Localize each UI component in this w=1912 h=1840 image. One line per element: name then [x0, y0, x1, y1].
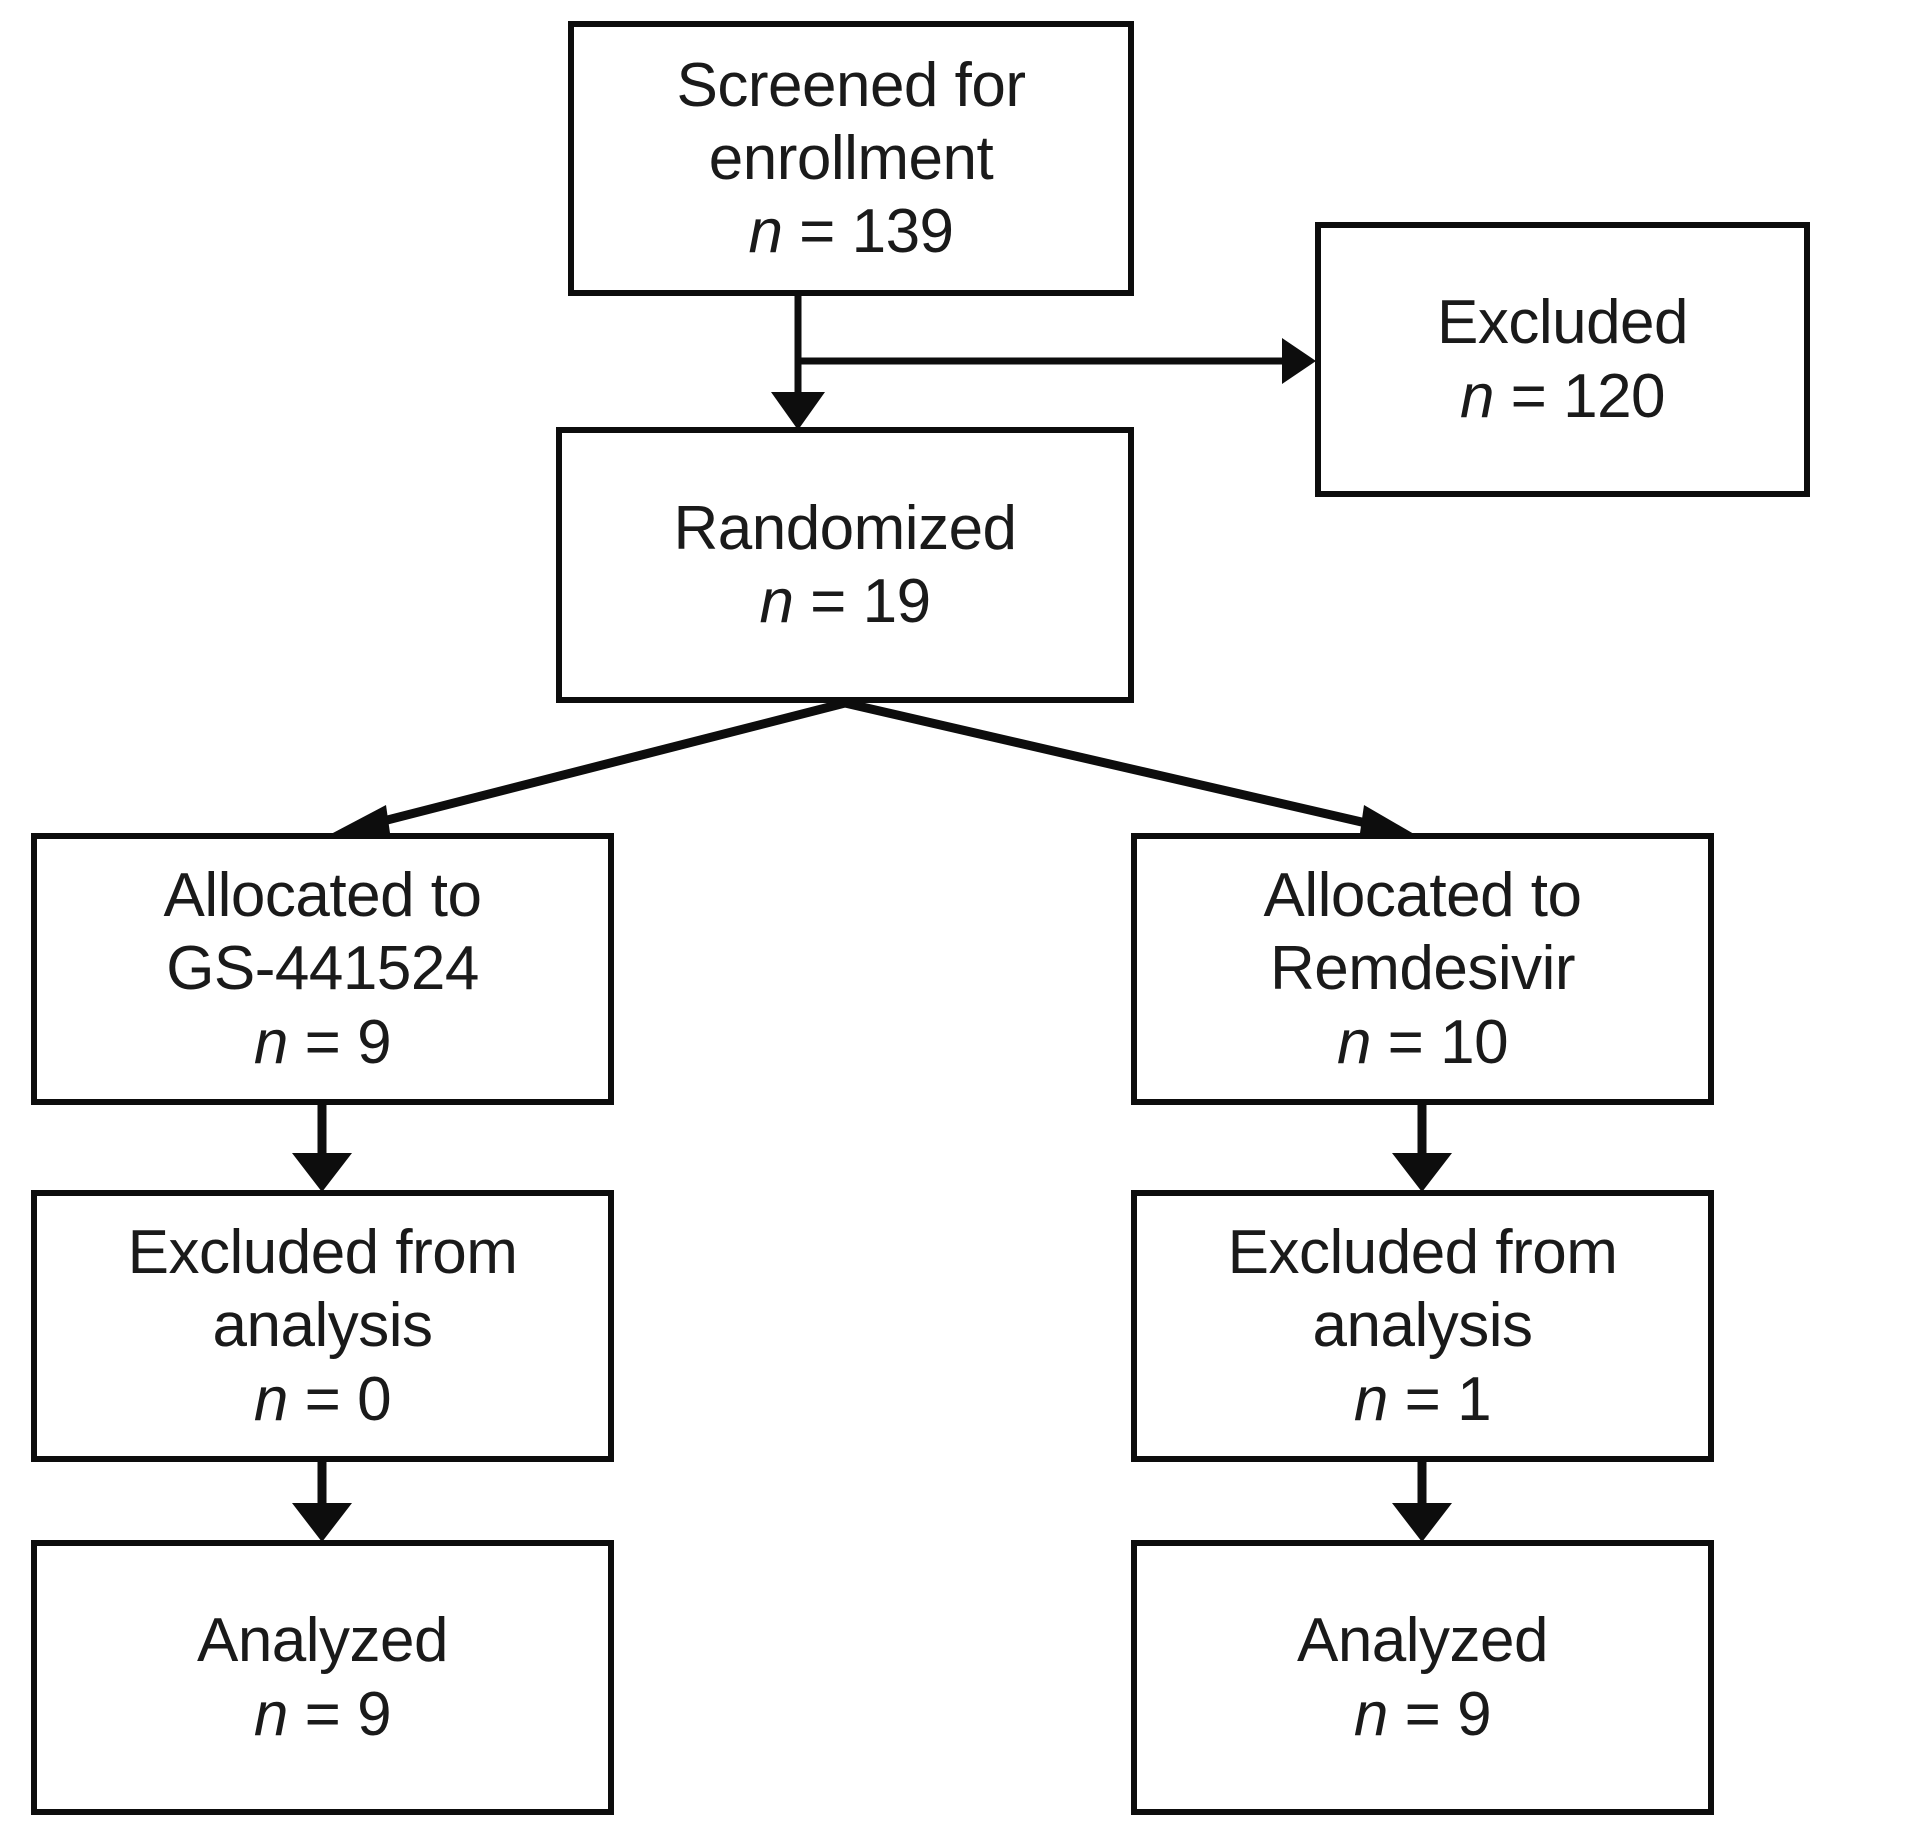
node-allocated-gs441524: Allocated to GS-441524 n = 9 [31, 833, 614, 1105]
n-value: 10 [1440, 1007, 1509, 1077]
node-screened-for-enrollment: Screened for enrollment n = 139 [568, 21, 1134, 296]
edge-screened-to-randomized [771, 358, 825, 430]
node-anal-left-count: n = 9 [253, 1678, 392, 1751]
n-symbol: n [1336, 1007, 1371, 1077]
node-alloc-gs-line2: GS-441524 [166, 934, 479, 1004]
n-equals: = [1493, 361, 1564, 431]
node-allocated-remdesivir: Allocated to Remdesivir n = 10 [1131, 833, 1714, 1105]
node-excluded-from-analysis-left: Excluded from analysis n = 0 [31, 1190, 614, 1462]
n-equals: = [793, 567, 863, 636]
node-randomized: Randomized n = 19 [556, 427, 1134, 703]
n-symbol: n [253, 1007, 288, 1077]
node-screened-line1: Screened for [676, 50, 1027, 120]
n-symbol: n [748, 197, 783, 267]
edge-alloc-rem-to-excluded-analysis [1392, 1105, 1452, 1192]
n-value: 9 [357, 1679, 392, 1749]
edge-excluded-analysis-to-analyzed-left [292, 1462, 352, 1542]
node-randomized-line1: Randomized [673, 493, 1017, 563]
node-exan-left-count: n = 0 [253, 1363, 392, 1436]
n-value: 1 [1457, 1364, 1492, 1434]
edge-screened-to-excluded [794, 293, 1316, 384]
n-value: 0 [357, 1364, 392, 1434]
node-anal-right-line1: Analyzed [1296, 1606, 1549, 1676]
n-equals: = [287, 1364, 358, 1434]
node-alloc-rem-line1: Allocated to [1263, 861, 1583, 931]
node-alloc-rem-count: n = 10 [1336, 1006, 1509, 1079]
node-excluded: Excluded n = 120 [1315, 222, 1810, 497]
n-symbol: n [253, 1364, 288, 1434]
n-value: 9 [357, 1007, 392, 1077]
n-value: 120 [1563, 361, 1666, 431]
node-exan-left-line1: Excluded from [127, 1218, 518, 1288]
node-exan-right-line2: analysis [1312, 1291, 1534, 1361]
n-value: 9 [1457, 1679, 1492, 1749]
edge-randomized-to-allocated-rem [843, 698, 1414, 847]
edge-randomized-to-allocated-gs [331, 698, 847, 847]
node-exan-right-line1: Excluded from [1227, 1218, 1618, 1288]
node-analyzed-left: Analyzed n = 9 [31, 1540, 614, 1815]
node-anal-right-count: n = 9 [1353, 1678, 1492, 1751]
n-equals: = [287, 1007, 358, 1077]
edge-alloc-gs-to-excluded-analysis [292, 1105, 352, 1192]
n-symbol: n [253, 1679, 288, 1749]
node-alloc-rem-line2: Remdesivir [1269, 934, 1576, 1004]
node-excluded-from-analysis-right: Excluded from analysis n = 1 [1131, 1190, 1714, 1462]
n-symbol: n [759, 567, 794, 636]
node-excluded-line1: Excluded [1436, 288, 1689, 358]
node-exan-right-count: n = 1 [1353, 1363, 1492, 1436]
n-equals: = [1370, 1007, 1441, 1077]
node-screened-count: n = 139 [748, 195, 954, 268]
node-alloc-gs-line1: Allocated to [163, 861, 483, 931]
node-randomized-count: n = 19 [759, 565, 931, 638]
n-equals: = [782, 197, 852, 267]
n-value: 19 [862, 567, 931, 636]
edge-excluded-analysis-to-analyzed-right [1392, 1462, 1452, 1542]
n-value: 139 [851, 197, 954, 267]
n-symbol: n [1353, 1679, 1388, 1749]
n-equals: = [287, 1679, 358, 1749]
n-equals: = [1387, 1679, 1458, 1749]
n-equals: = [1387, 1364, 1458, 1434]
node-screened-line2: enrollment [708, 123, 994, 193]
node-exan-left-line2: analysis [212, 1291, 434, 1361]
node-anal-left-line1: Analyzed [196, 1606, 449, 1676]
n-symbol: n [1353, 1364, 1388, 1434]
node-excluded-count: n = 120 [1459, 360, 1666, 433]
node-alloc-gs-count: n = 9 [253, 1006, 392, 1079]
n-symbol: n [1459, 361, 1494, 431]
node-analyzed-right: Analyzed n = 9 [1131, 1540, 1714, 1815]
